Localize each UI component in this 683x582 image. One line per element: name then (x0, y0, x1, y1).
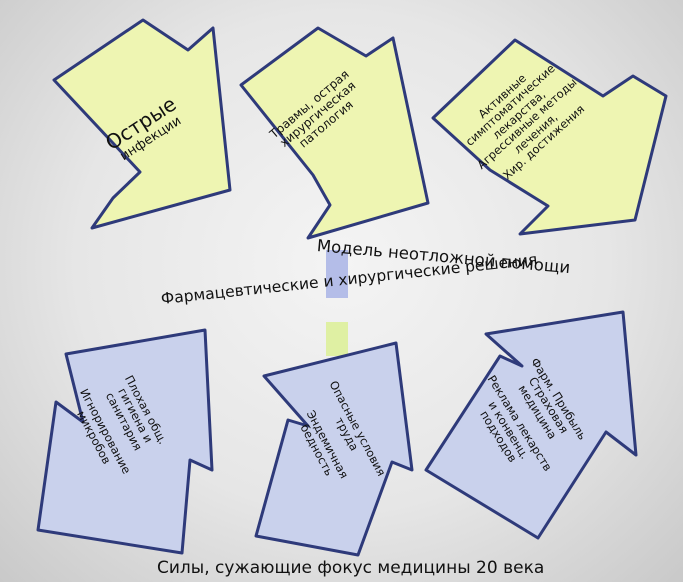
bottom-arrow-pharma (424, 310, 638, 540)
top-arrow-acute-infections (52, 18, 232, 230)
bottom-arrow-hygiene (36, 328, 214, 555)
bottom-arrow-conditions (254, 341, 414, 557)
top-arrow-trauma-surgical (239, 26, 430, 240)
connector-bar-green (326, 322, 348, 356)
top-arrow-active-treatment (431, 38, 668, 236)
connector-bar-blue (326, 250, 348, 298)
footer-caption: Силы, сужающие фокус медицины 20 века (157, 558, 545, 578)
